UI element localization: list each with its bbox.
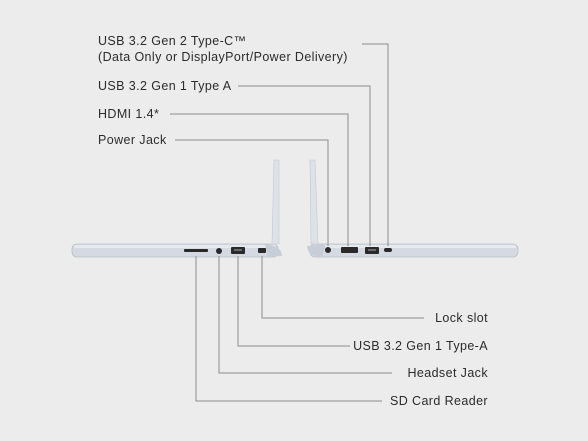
headset-jack-label: Headset Jack: [407, 366, 488, 380]
top-usb-a-label: USB 3.2 Gen 1 Type A: [98, 79, 232, 93]
bottom-usb-a-leader: [237, 256, 350, 347]
lock-slot-port: [258, 248, 266, 253]
left-usb-a-tongue: [234, 249, 242, 251]
right-lid-edge: [309, 159, 319, 245]
usb-c-leader: [362, 43, 389, 246]
sd-card-leader: [195, 256, 382, 402]
right-hinge: [307, 244, 326, 257]
right-side-view: [307, 159, 519, 258]
bottom-leader-lines: [195, 256, 424, 402]
usb-c-label-line2: (Data Only or DisplayPort/Power Delivery…: [98, 50, 348, 64]
left-side-view: [71, 159, 282, 258]
usb-c-label-line1: USB 3.2 Gen 2 Type-C™: [98, 34, 247, 48]
headset-jack-port: [216, 248, 222, 254]
headset-jack-leader: [218, 256, 392, 374]
lock-slot-label: Lock slot: [435, 311, 488, 325]
usb-c-port: [384, 248, 392, 252]
left-hinge: [265, 244, 282, 257]
hdmi-port: [341, 247, 358, 253]
left-lid-edge: [271, 159, 280, 245]
power-jack-leader: [175, 139, 329, 246]
sd-card-slot: [184, 249, 208, 252]
top-leader-lines: [170, 43, 389, 246]
lock-slot-leader: [261, 256, 424, 319]
hdmi-label: HDMI 1.4*: [98, 107, 160, 121]
sd-card-reader-label: SD Card Reader: [389, 394, 488, 408]
bottom-usb-a-label: USB 3.2 Gen 1 Type-A: [353, 339, 488, 353]
right-base-highlight: [312, 245, 516, 248]
right-usb-a-tongue: [368, 249, 376, 251]
left-base-highlight: [74, 245, 276, 248]
hdmi-leader: [170, 113, 349, 246]
top-usb-a-leader: [238, 85, 371, 246]
power-jack-label: Power Jack: [98, 133, 167, 147]
power-jack-port: [325, 247, 331, 253]
